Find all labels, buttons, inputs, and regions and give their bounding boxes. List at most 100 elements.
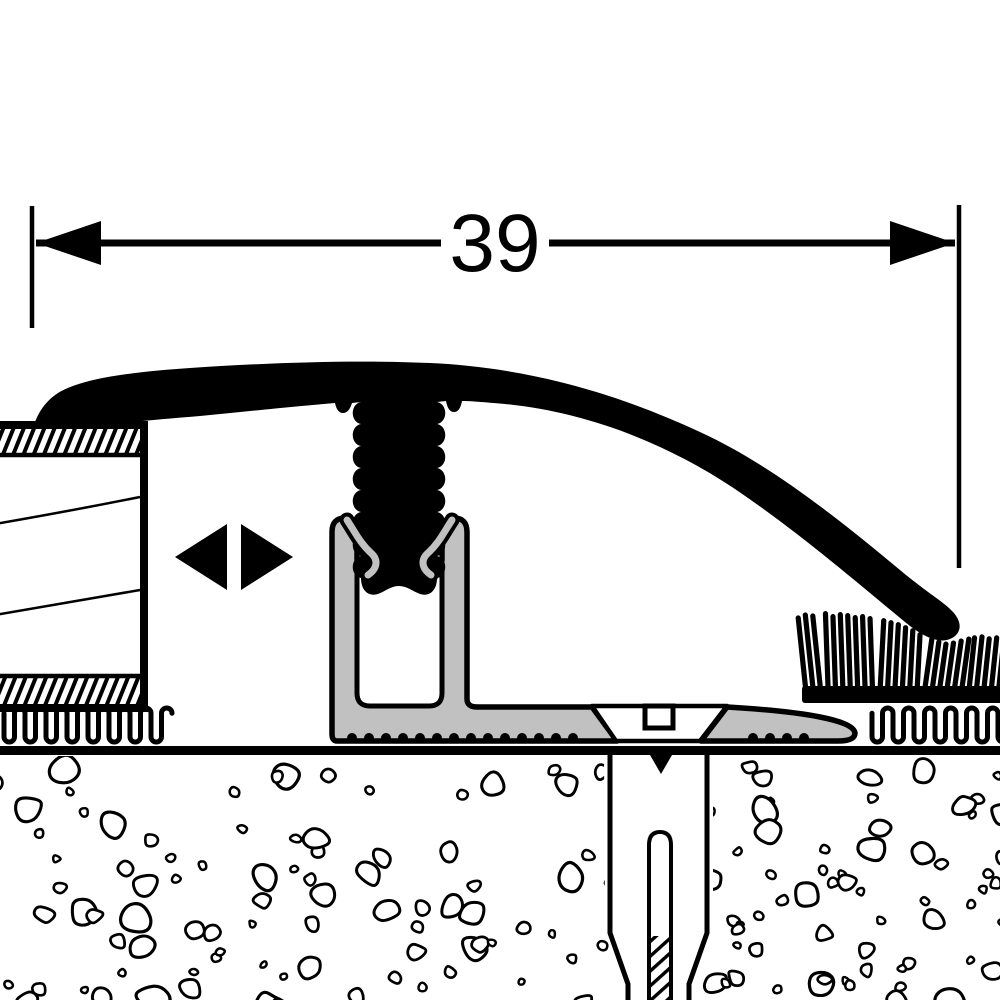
serration-tooth	[799, 733, 809, 743]
carpet-tuft	[966, 635, 978, 695]
pebble	[131, 873, 159, 898]
pebble	[188, 967, 200, 977]
serration-tooth	[381, 733, 391, 743]
carpet-tuft	[830, 614, 839, 695]
pebble	[740, 760, 759, 775]
dimension-arrowhead-right-icon	[890, 221, 955, 265]
pebble	[117, 967, 127, 978]
clip-finger-right	[419, 516, 456, 579]
pebble	[297, 955, 322, 981]
adjustment-arrows-icon	[175, 524, 293, 590]
pebble	[134, 984, 172, 1000]
pebble	[730, 922, 746, 936]
wood-grain-line	[0, 495, 141, 525]
pebble	[836, 873, 858, 892]
carpet-tuft	[845, 613, 854, 695]
pebble	[775, 893, 790, 907]
pebble	[965, 955, 976, 965]
pebble	[443, 965, 458, 980]
wall-plug-and-screw	[604, 755, 713, 1000]
pebble	[51, 854, 62, 864]
pebble	[751, 769, 774, 788]
pebble	[47, 756, 81, 785]
foam-squiggle	[869, 705, 1000, 745]
pebble	[144, 833, 160, 848]
pebble	[816, 973, 834, 986]
pebble	[547, 763, 562, 777]
pebble	[470, 935, 491, 954]
arrow-left-icon	[175, 524, 227, 590]
carpet-tuft	[980, 636, 992, 695]
pebble	[967, 810, 978, 820]
wall-plug-left-wall	[607, 755, 631, 1000]
carpet-tuft	[892, 622, 901, 695]
pebble	[33, 827, 45, 839]
pebble	[309, 882, 337, 908]
carpet-tuft	[943, 640, 957, 695]
serration-tooth	[483, 733, 493, 743]
serration-tooth	[415, 733, 425, 743]
pebble	[303, 872, 317, 887]
pebble	[270, 769, 284, 784]
pebble	[288, 833, 303, 844]
pebble	[251, 863, 278, 893]
pebble	[128, 934, 157, 959]
serration-tooth	[568, 733, 578, 743]
pebble	[815, 923, 835, 942]
pebble	[79, 985, 90, 995]
pebble	[977, 884, 988, 895]
carpet-tuft	[951, 638, 964, 695]
pebble	[414, 899, 432, 917]
serration-tooth	[551, 733, 561, 743]
pebble	[417, 981, 428, 993]
pebble	[554, 772, 579, 798]
pebble	[387, 970, 403, 985]
carpet-tuft	[899, 625, 909, 695]
pebble	[573, 994, 594, 1000]
pebble	[818, 843, 831, 855]
pebble	[547, 928, 557, 939]
serration-tooth	[765, 733, 775, 743]
base-wedge-end	[698, 704, 858, 744]
pebble	[727, 969, 746, 988]
pebble	[371, 847, 392, 869]
carpet-tuft	[914, 632, 923, 695]
pebble	[480, 770, 506, 797]
pebble	[855, 886, 866, 897]
pebble	[304, 915, 320, 934]
pebble	[228, 785, 241, 799]
pebble	[765, 869, 777, 881]
pebble	[856, 836, 887, 863]
pebble	[933, 987, 966, 1000]
pebble	[557, 860, 585, 894]
serration-tooth	[500, 733, 510, 743]
dimension-arrowhead-left-icon	[36, 221, 101, 265]
carpet-tuft	[795, 615, 809, 695]
pebble	[466, 879, 483, 893]
pebble	[868, 818, 893, 838]
pebble	[31, 982, 47, 997]
serration-tooth	[748, 733, 758, 743]
pebble	[214, 947, 227, 957]
pebble	[85, 908, 105, 925]
pebble	[866, 792, 880, 804]
serration-tooth	[466, 733, 476, 743]
pebble	[301, 827, 332, 850]
pebble	[885, 989, 908, 1000]
pebble	[844, 978, 856, 992]
pebble	[859, 962, 873, 979]
carpet-tuft	[995, 637, 1000, 695]
pebble	[319, 767, 337, 784]
pebble	[32, 905, 57, 925]
pebble	[178, 977, 202, 1000]
pebble	[170, 873, 182, 884]
pebble	[15, 990, 40, 1000]
pebble	[65, 786, 75, 797]
pebble	[440, 892, 465, 919]
pebble	[251, 892, 273, 910]
wood-wear-layer-hatch-top	[0, 429, 141, 454]
dimension-39: 39	[29, 198, 962, 568]
pebble	[857, 941, 876, 960]
pebble	[202, 923, 222, 943]
